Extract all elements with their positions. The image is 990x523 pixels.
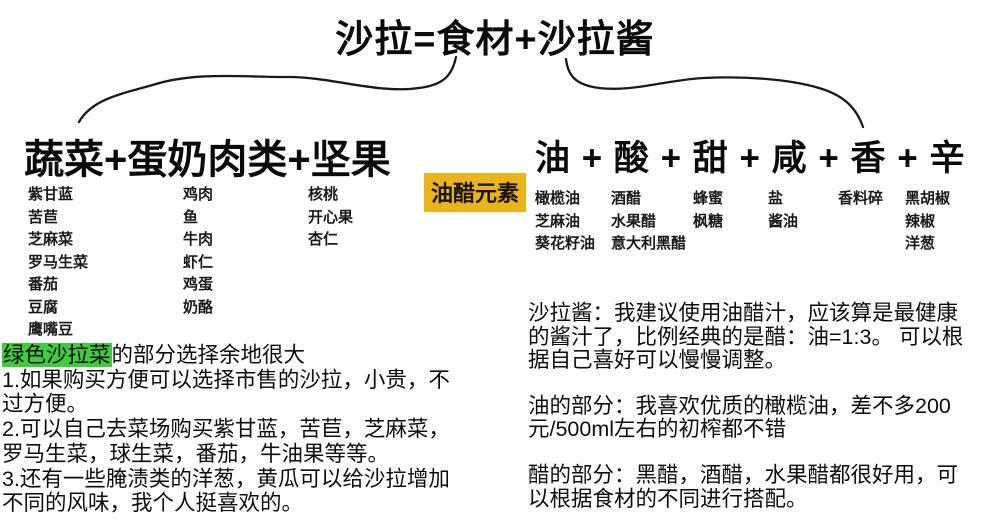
left-brace-curve [77, 55, 458, 124]
list-item: 奶酪 [183, 298, 214, 316]
list-item: 牛肉 [183, 231, 214, 248]
right-section-heading: 油 + 酸 + 甜 + 咸 + 香 + 辛 [535, 139, 966, 178]
list-item: 虾仁 [183, 253, 214, 271]
left-section-heading: 蔬菜+蛋奶肉类+坚果 [24, 138, 391, 182]
sweet-column: 蜂蜜 枫糖 [693, 188, 723, 233]
note-body-text: 1.如果购买方便可以选择市售的沙拉，小贵，不 过方便。 2.可以自己去菜场购买紫… [2, 367, 450, 516]
green-highlight-text: 绿色沙拉菜 [2, 343, 112, 367]
pungent-column: 黑胡椒 辣椒 洋葱 [905, 188, 950, 256]
right-brace-curve [564, 57, 865, 129]
list-item: 鸡蛋 [183, 276, 214, 293]
list-item: 洋葱 [905, 235, 936, 252]
list-item: 番茄 [28, 276, 59, 293]
list-item: 鱼 [183, 208, 199, 226]
list-item: 苦苣 [28, 208, 59, 226]
list-item: 核桃 [308, 186, 339, 203]
green-salad-note: 绿色沙拉菜的部分选择余地很大 1.如果购买方便可以选择市售的沙拉，小贵，不 过方… [2, 343, 522, 516]
list-item: 芝麻菜 [28, 231, 74, 248]
protein-column: 鸡肉 鱼 牛肉 虾仁 鸡蛋 奶酪 [183, 184, 213, 319]
list-item: 杏仁 [308, 231, 339, 248]
vegetable-column: 紫甘蓝 苦苣 芝麻菜 罗马生菜 番茄 豆腐 鹰嘴豆 [28, 184, 88, 342]
page-title: 沙拉=食材+沙拉酱 [335, 19, 655, 61]
list-item: 黑胡椒 [905, 190, 951, 207]
vinaigrette-elements-badge: 油醋元素 [424, 173, 527, 212]
list-item: 水果醋 [611, 212, 657, 230]
note-lead-line: 绿色沙拉菜的部分选择余地很大 [2, 343, 522, 368]
list-item: 蜂蜜 [693, 190, 724, 207]
spice-column: 香料碎 [838, 188, 883, 211]
note-lead-rest: 的部分选择余地很大 [111, 343, 306, 367]
oil-column: 橄榄油 芝麻油 葵花籽油 [535, 188, 595, 256]
oil-paragraph: 油的部分：我喜欢优质的橄榄油，差不多200 元/500ml左右的初榨都不错 [528, 393, 951, 442]
list-item: 鸡肉 [183, 186, 214, 203]
dressing-notes: 沙拉酱：我建议使用油醋汁，应该算是最健康 的酱汁了，比例经典的是醋：油=1:3。… [528, 301, 990, 523]
list-item: 紫甘蓝 [28, 186, 74, 203]
vinegar-column: 酒醋 水果醋 意大利黑醋 [611, 188, 686, 256]
list-item: 鹰嘴豆 [28, 321, 74, 338]
vinegar-paragraph: 醋的部分：黑醋，酒醋，水果醋都很好用，可 以根据食材的不同进行搭配。 [528, 462, 959, 511]
list-item: 开心果 [308, 208, 354, 226]
list-item: 芝麻油 [535, 212, 581, 230]
salty-column: 盐 酱油 [768, 188, 798, 233]
list-item: 罗马生菜 [28, 253, 89, 271]
list-item: 橄榄油 [535, 190, 581, 207]
list-item: 葵花籽油 [535, 235, 596, 252]
nut-column: 核桃 开心果 杏仁 [308, 184, 353, 252]
list-item: 酒醋 [611, 190, 642, 207]
list-item: 枫糖 [693, 212, 724, 230]
list-item: 辣椒 [905, 212, 936, 230]
list-item: 酱油 [768, 212, 799, 230]
list-item: 意大利黑醋 [611, 235, 687, 252]
list-item: 香料碎 [838, 190, 884, 207]
list-item: 豆腐 [28, 298, 59, 316]
dressing-paragraph: 沙拉酱：我建议使用油醋汁，应该算是最健康 的酱汁了，比例经典的是醋：油=1:3。… [528, 301, 964, 373]
list-item: 盐 [768, 190, 784, 207]
